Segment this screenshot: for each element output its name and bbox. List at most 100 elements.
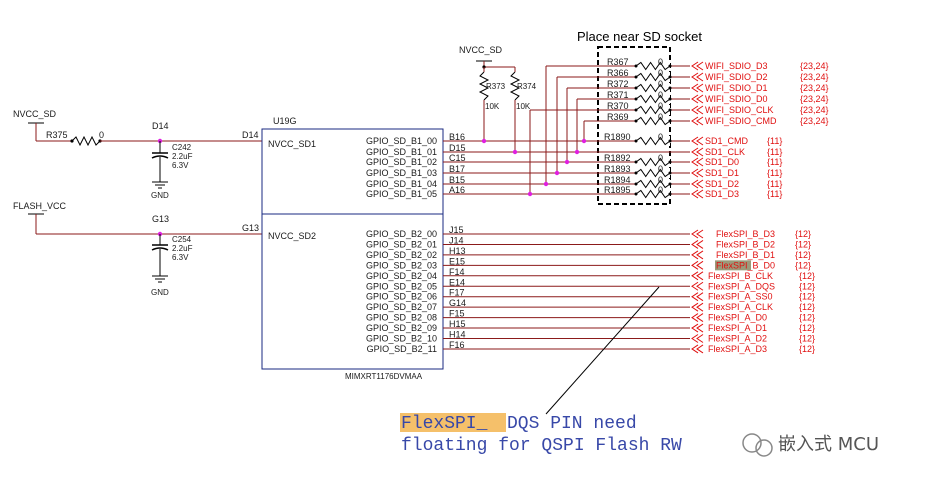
resistor-value: 0 [658,68,663,78]
r375-resistor: R375 0 [46,130,104,147]
svg-text:C242: C242 [172,143,192,152]
svg-text:R374: R374 [517,82,537,91]
junction-dot [543,181,549,187]
chip-pin-label: GPIO_SD_B1_01 [366,147,437,157]
chip-ball-label: G14 [449,298,466,308]
net-ref: {12} [799,334,815,344]
resistor-label: R1894 [604,175,631,185]
svg-text:C254: C254 [172,235,192,244]
g13-pin-label: G13 [242,223,259,233]
c242-capacitor: C242 2.2uF 6.3V [151,138,193,182]
net-ref: {12} [795,229,811,239]
flexspi-net-row: FlexSPI_A_CLK{12} [443,302,815,312]
sd-placement-box [597,46,671,205]
flash-vcc-power: FLASH_VCC [13,201,262,235]
svg-text:2.2uF: 2.2uF [172,244,193,253]
note-line-2: floating for QSPI Flash RW [401,436,682,456]
chip-ball-label: B15 [449,175,465,185]
net-label: SD1_D3 [705,189,739,199]
junction-dot [564,159,570,165]
junction-dot [581,138,587,144]
flexspi-net-row: FlexSPI_A_DQS{12} [443,281,815,291]
net-ref: {23,24} [800,105,829,115]
resistor-value: 0 [658,112,663,122]
note-highlight [400,413,506,432]
chip-ball-label: E14 [449,277,465,287]
resistor-label: R372 [607,79,629,89]
net-label: SD1_D2 [705,179,739,189]
svg-text:10K: 10K [485,102,500,111]
resistor-label: R367 [607,57,629,67]
flexspi-net-row: FlexSPI_B_CLK{12} [443,271,815,281]
net-label: FlexSPI_B_D3 [716,229,775,239]
net-label: FlexSPI_A_CLK [708,302,773,312]
net-ref: {11} [767,147,782,157]
net-ref: {23,24} [800,116,829,126]
net-label: SD1_D1 [705,168,739,178]
resistor-value: 0 [658,153,663,163]
flexspi-net-row: FlexSPI_B_D1{12} [443,250,811,260]
chip-pin-label: GPIO_SD_B1_05 [366,189,437,199]
net-label: SD1_D0 [705,157,739,167]
chip-pin-label: GPIO_SD_B2_00 [366,229,437,239]
net-label: FlexSPI_A_D3 [708,344,767,354]
net-ref: {23,24} [800,72,829,82]
net-label: SD1_CMD [705,136,749,146]
svg-text:R375: R375 [46,130,68,140]
net-ref: {12} [795,250,811,260]
resistor-value: 0 [658,185,663,195]
chip-pin-label: GPIO_SD_B2_01 [366,239,437,249]
net-ref: {23,24} [800,83,829,93]
resistor-label: R371 [607,90,629,100]
flexspi-net-row: FlexSPI_B_D3 {12} [443,229,811,239]
pullup-resistors: NVCC_SD R373 R374 10K 10K [459,45,537,152]
net-label: FlexSPI_B_D0 [716,260,775,270]
chip-ball-label: D15 [449,143,466,153]
chip-ball-label: A16 [449,185,465,195]
chip-ball-label: F17 [449,288,465,298]
net-ref: {12} [799,281,815,291]
junction-dot [574,149,580,155]
place-near-sd-label: Place near SD socket [577,29,702,44]
net-ref: {12} [799,344,815,354]
net-label: FlexSPI_A_D2 [708,334,767,344]
net-label: FlexSPI_A_SS0 [708,292,773,302]
chip-pin-label: GPIO_SD_B1_00 [366,136,437,146]
resistor-label: R1892 [604,153,631,163]
chip-ball-label: F16 [449,340,465,350]
svg-text:6.3V: 6.3V [172,253,189,262]
chip-ball-label: B16 [449,132,465,142]
resistor-label: R1890 [604,132,631,142]
resistor-label: R1893 [604,164,631,174]
net-ref: {11} [767,136,782,146]
resistor-value: 0 [658,57,663,67]
chip-pin-label: GPIO_SD_B2_10 [366,334,437,344]
svg-text:2.2uF: 2.2uF [172,152,193,161]
net-label: WIFI_SDIO_D0 [705,94,768,104]
resistor-label: R369 [607,112,629,122]
net-ref: {11} [767,168,782,178]
net-ref: {11} [767,157,782,167]
junction-dot [554,170,560,176]
net-label: FlexSPI_A_D0 [708,313,767,323]
resistor-label: R366 [607,68,629,78]
resistor-value: 0 [658,132,663,142]
chip-ball-label: C15 [449,153,466,163]
net-label: SD1_CLK [705,147,745,157]
d14-pin-label: D14 [242,130,259,140]
chip-pin-label: GPIO_SD_B1_04 [366,179,437,189]
net-label: FlexSPI_A_D1 [708,323,767,333]
d14-net-label: D14 [152,121,169,131]
resistor-value: 0 [658,101,663,111]
net-label: WIFI_SDIO_CLK [705,105,774,115]
net-ref: {12} [795,260,811,270]
chip-ball-label: J14 [449,235,464,245]
chip-ball-label: B17 [449,164,465,174]
